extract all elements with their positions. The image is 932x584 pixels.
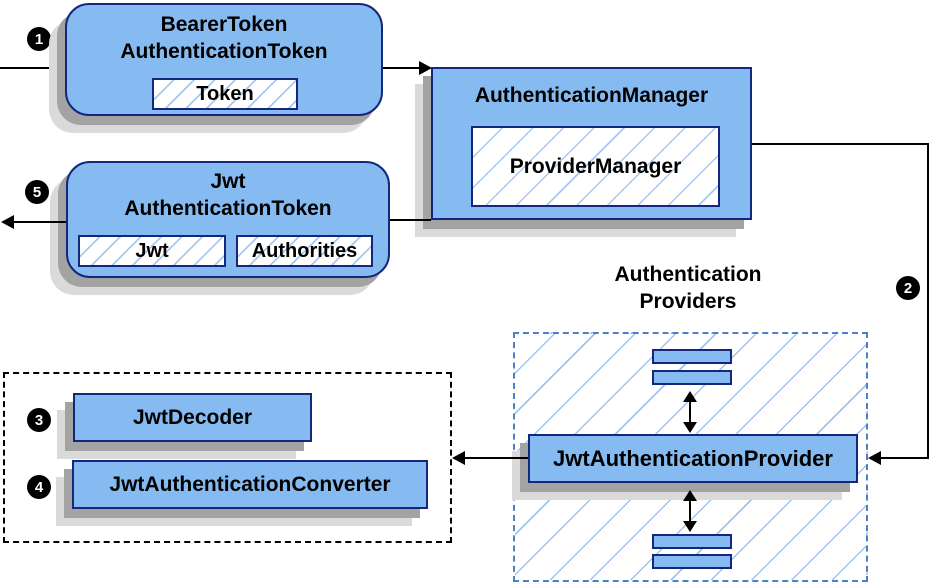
step-number: 5	[32, 183, 42, 201]
chip-provider-manager: ProviderManager	[471, 126, 720, 207]
manager-to-provider-head-icon	[868, 451, 881, 465]
authentication-providers-label: Authentication Providers	[560, 261, 816, 315]
double-arrow-top-down-icon	[683, 422, 697, 433]
double-arrow-top-line	[689, 401, 691, 424]
node-jwt-decoder: JwtDecoder	[73, 393, 312, 442]
step-number: 1	[34, 30, 44, 48]
step-marker-2: 2	[896, 276, 920, 300]
step-number: 2	[903, 279, 913, 297]
manager-to-provider-line-right	[927, 143, 929, 459]
bearer-token-title: BearerToken AuthenticationToken	[67, 11, 381, 65]
jwt-token-title-line2: AuthenticationToken	[124, 197, 332, 220]
arrow-to-authentication-manager-line	[383, 67, 420, 69]
authentication-manager-title: AuthenticationManager	[474, 84, 709, 107]
decoder-converter-group: 3 JwtDecoder 4 JwtAuthenticationConverte…	[3, 372, 452, 543]
node-jwt-authentication-converter: JwtAuthenticationConverter	[72, 460, 428, 509]
double-arrow-bottom-down-icon	[683, 521, 697, 532]
jwt-decoder-title: JwtDecoder	[132, 405, 253, 429]
node-authentication-manager: AuthenticationManager ProviderManager	[431, 67, 752, 220]
step-number: 4	[34, 478, 44, 496]
incoming-request-line	[0, 67, 65, 69]
chip-token: Token	[152, 78, 298, 110]
authentication-providers-label-line1: Authentication	[614, 263, 762, 286]
provider-list-bar	[652, 534, 732, 549]
double-arrow-top-up-icon	[683, 391, 697, 402]
provider-to-decoder-head-icon	[452, 451, 465, 465]
outgoing-result-line	[13, 221, 66, 223]
provider-list-bar	[652, 370, 732, 385]
bearer-token-title-line1: BearerToken	[160, 13, 288, 36]
authentication-providers-label-line2: Providers	[639, 290, 737, 313]
step-marker-1: 1	[27, 27, 51, 51]
arrow-to-authentication-manager-head-icon	[419, 61, 432, 75]
provider-list-bar	[652, 349, 732, 364]
manager-to-provider-line-top	[752, 143, 929, 145]
authentication-providers-group: JwtAuthenticationProvider	[513, 332, 868, 582]
chip-jwt: Jwt	[78, 235, 226, 267]
manager-to-jwt-token-line	[388, 219, 431, 221]
node-jwt-authentication-provider: JwtAuthenticationProvider	[528, 434, 858, 483]
jwt-authentication-provider-title: JwtAuthenticationProvider	[553, 445, 833, 471]
outgoing-result-head-icon	[1, 215, 14, 229]
double-arrow-bottom-up-icon	[683, 490, 697, 501]
jwt-token-title-line1: Jwt	[210, 170, 246, 193]
step-number: 3	[34, 411, 44, 429]
provider-list-bar	[652, 554, 732, 569]
manager-to-provider-line-bottom	[880, 457, 929, 459]
double-arrow-bottom-line	[689, 500, 691, 523]
chip-authorities: Authorities	[236, 235, 373, 267]
bearer-token-title-line2: AuthenticationToken	[120, 40, 328, 63]
provider-to-decoder-line	[465, 457, 528, 459]
node-bearer-token-authentication-token: BearerToken AuthenticationToken Token	[65, 3, 383, 116]
step-marker-3: 3	[27, 408, 51, 432]
step-marker-4: 4	[27, 475, 51, 499]
jwt-authentication-converter-title: JwtAuthenticationConverter	[109, 472, 391, 496]
jwt-token-title: Jwt AuthenticationToken	[68, 168, 388, 222]
node-jwt-authentication-token: Jwt AuthenticationToken Jwt Authorities	[66, 161, 390, 278]
step-marker-5: 5	[25, 180, 49, 204]
